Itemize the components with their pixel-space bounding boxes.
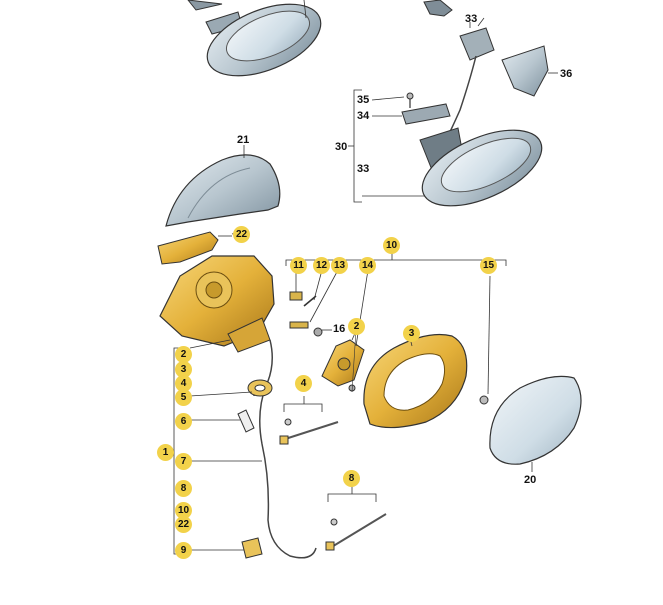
label-33-group: 33 xyxy=(357,163,370,175)
badge-14: 14 xyxy=(359,257,376,274)
screw-15 xyxy=(479,275,491,405)
badge-22: 22 xyxy=(175,516,192,533)
badge-6: 6 xyxy=(175,413,192,430)
badge-15: 15 xyxy=(480,257,497,274)
badge-12: 12 xyxy=(313,257,330,274)
label-20: 20 xyxy=(524,474,537,486)
cable-ties-4 xyxy=(279,396,339,445)
label-35: 35 xyxy=(357,94,370,106)
badge-3: 3 xyxy=(175,361,192,378)
mirror-cap-21 xyxy=(165,145,281,227)
badge-7: 7 xyxy=(175,453,192,470)
mount-bracket-top xyxy=(423,0,453,17)
adjust-plate-14 xyxy=(321,269,369,393)
badge-4-cable-ties: 4 xyxy=(295,375,312,392)
badge-4: 4 xyxy=(175,375,192,392)
badge-2-plate: 2 xyxy=(348,318,365,335)
mirror-surround-3 xyxy=(363,333,468,429)
badge-5: 5 xyxy=(175,389,192,406)
group-bracket-30 xyxy=(348,89,430,203)
badge-8-cable-ties: 8 xyxy=(343,470,360,487)
badge-9: 9 xyxy=(175,542,192,559)
label-34: 34 xyxy=(357,110,370,122)
badge-10: 10 xyxy=(175,502,192,519)
mirror-base-assembly xyxy=(159,255,275,353)
clip-6 xyxy=(237,409,255,433)
label-16: 16 xyxy=(333,323,346,335)
interior-mirror-top-left xyxy=(187,0,322,77)
grommet-5 xyxy=(247,379,273,397)
label-30: 30 xyxy=(335,141,348,153)
bracket-22 xyxy=(157,231,232,265)
cable-ties-8 xyxy=(325,486,387,551)
connector-9 xyxy=(241,537,263,559)
badge-3-surround: 3 xyxy=(403,325,420,342)
sensor-connector-33 xyxy=(445,17,495,141)
badge-10-group: 10 xyxy=(383,237,400,254)
label-21: 21 xyxy=(237,134,250,146)
cover-36 xyxy=(501,45,558,97)
label-36: 36 xyxy=(560,68,573,80)
label-33: 33 xyxy=(465,13,478,25)
badge-8: 8 xyxy=(175,480,192,497)
screws-11-12-13 xyxy=(289,269,339,337)
badge-2: 2 xyxy=(175,346,192,363)
badge-13: 13 xyxy=(331,257,348,274)
badge-11: 11 xyxy=(290,257,307,274)
badge-22-bracket: 22 xyxy=(233,226,250,243)
interior-mirror-33 xyxy=(419,127,543,207)
badge-1: 1 xyxy=(157,444,174,461)
mount-34-35 xyxy=(371,92,451,125)
mirror-glass-20 xyxy=(489,375,582,472)
wiring-harness xyxy=(253,339,317,559)
